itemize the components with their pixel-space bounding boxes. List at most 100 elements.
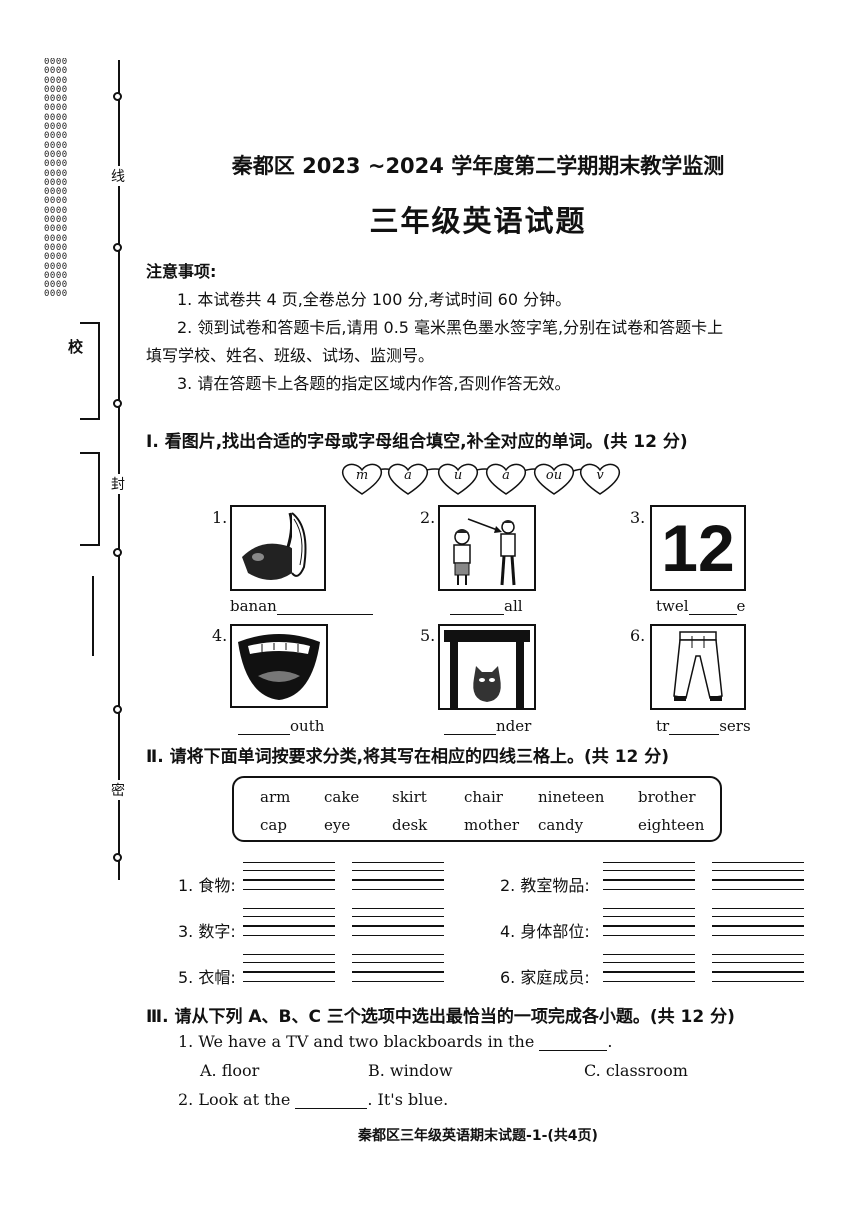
answer-blank[interactable] (669, 720, 720, 735)
section-2-heading: Ⅱ. 请将下面单词按要求分类,将其写在相应的四线三格上。(共 12 分) (146, 747, 670, 767)
school-field-bracket (80, 322, 100, 420)
notice-item-1: 1. 本试卷共 4 页,全卷总分 100 分,考试时间 60 分钟。 (177, 290, 572, 309)
letter-heart: v (578, 462, 622, 496)
answer-blank[interactable] (295, 1094, 368, 1109)
binding-char-line: 线 (111, 166, 125, 186)
binding-ring (113, 705, 122, 714)
item-number: 4. (212, 626, 228, 645)
writing-grid[interactable] (603, 954, 695, 984)
item-number: 3. (630, 508, 646, 527)
word-prefix: twel (656, 597, 689, 615)
name-field-bracket (80, 452, 100, 546)
category-clothes: 5. 衣帽: (178, 968, 236, 987)
under-picture (438, 624, 536, 710)
section-3-heading: Ⅲ. 请从下列 A、B、C 三个选项中选出最恰当的一项完成各小题。(共 12 分… (146, 1007, 735, 1027)
school-label: 校 (68, 338, 84, 356)
binding-line (118, 60, 120, 880)
category-body-parts: 4. 身体部位: (500, 922, 590, 941)
category-classroom: 2. 教室物品: (500, 876, 590, 895)
tall-picture (438, 505, 536, 591)
word-bank: arm cake skirt chair nineteen brother ca… (232, 776, 722, 842)
mouth-picture (230, 624, 328, 708)
word-bank-item: nineteen (538, 788, 605, 806)
heart-letter: v (596, 468, 604, 483)
word-bank-item: skirt (392, 788, 427, 806)
writing-grid[interactable] (712, 908, 804, 938)
category-food: 1. 食物: (178, 876, 236, 895)
heart-letter: a (404, 468, 412, 483)
writing-grid[interactable] (352, 908, 444, 938)
trousers-picture (650, 624, 746, 710)
word-bank-item: chair (464, 788, 503, 806)
question-2-end: . It's blue. (367, 1090, 449, 1109)
word-suffix: e (736, 597, 746, 615)
question-1-end: . (607, 1032, 613, 1051)
word-suffix: sers (719, 717, 751, 735)
word-twelve: twel e (656, 597, 745, 615)
category-numbers: 3. 数字: (178, 922, 236, 941)
word-banana: banan (230, 597, 373, 615)
binding-char-secret: 密 (111, 780, 125, 800)
answer-blank[interactable] (450, 600, 504, 615)
word-bank-item: cap (260, 816, 287, 834)
option-b[interactable]: B. window (368, 1061, 453, 1080)
notice-item-2: 2. 领到试卷和答题卡后,请用 0.5 毫米黑色墨水签字笔,分别在试卷和答题卡上 (177, 318, 724, 337)
exam-subtitle: 三年级英语试题 (369, 204, 587, 238)
writing-grid[interactable] (352, 954, 444, 984)
heart-letter: a (502, 468, 510, 483)
word-bank-item: desk (392, 816, 428, 834)
binding-ring (113, 92, 122, 101)
writing-grid[interactable] (352, 862, 444, 892)
notice-item-3: 3. 请在答题卡上各题的指定区域内作答,否则作答无效。 (177, 374, 571, 393)
word-prefix: banan (230, 597, 277, 615)
exam-title: 秦都区 2023 ~2024 学年度第二学期期末教学监测 (231, 154, 725, 178)
writing-grid[interactable] (603, 908, 695, 938)
question-2-text: 2. Look at the (178, 1090, 291, 1109)
item-number: 1. (212, 508, 228, 527)
answer-blank[interactable] (539, 1036, 608, 1051)
option-c[interactable]: C. classroom (584, 1061, 688, 1080)
mouth-icon (238, 634, 320, 700)
notice-heading: 注意事项: (146, 262, 217, 281)
writing-grid[interactable] (243, 954, 335, 984)
question-1-text: 1. We have a TV and two blackboards in t… (178, 1032, 535, 1051)
answer-blank[interactable] (688, 600, 737, 615)
letter-heart: a (386, 462, 430, 496)
word-bank-item: eye (324, 816, 351, 834)
writing-grid[interactable] (712, 862, 804, 892)
question-2: 2. Look at the . It's blue. (178, 1090, 448, 1109)
category-family: 6. 家庭成员: (500, 968, 590, 987)
binding-circle-pattern: 0000 0000 0000 0000 0000 0000 0000 0000 … (44, 58, 68, 300)
twelve-picture: 12 (650, 505, 746, 591)
word-bank-item: brother (638, 788, 696, 806)
letter-heart: u (436, 462, 480, 496)
word-under: nder (444, 717, 531, 735)
word-suffix: nder (496, 717, 532, 735)
option-a[interactable]: A. floor (200, 1061, 260, 1080)
letter-heart: ou (532, 462, 576, 496)
word-bank-item: arm (260, 788, 291, 806)
cat-under-table-icon (444, 630, 530, 708)
writing-grid[interactable] (603, 862, 695, 892)
binding-ring (113, 548, 122, 557)
question-1: 1. We have a TV and two blackboards in t… (178, 1032, 613, 1051)
item-number: 6. (630, 626, 646, 645)
word-bank-item: mother (464, 816, 519, 834)
writing-grid[interactable] (243, 908, 335, 938)
heart-letter: u (453, 468, 463, 483)
answer-blank[interactable] (444, 720, 496, 735)
word-mouth: outh (238, 717, 324, 735)
trousers-icon (673, 631, 723, 701)
item-number: 2. (420, 508, 436, 527)
answer-blank[interactable] (276, 600, 373, 615)
writing-grid[interactable] (243, 862, 335, 892)
section-1-heading: Ⅰ. 看图片,找出合适的字母或字母组合填空,补全对应的单词。(共 12 分) (146, 432, 688, 452)
writing-grid[interactable] (712, 954, 804, 984)
answer-blank[interactable] (238, 720, 290, 735)
binding-char-seal: 封 (111, 474, 125, 494)
class-field-bracket (92, 576, 104, 656)
word-bank-item: cake (324, 788, 360, 806)
letter-heart: m (340, 462, 384, 496)
item-number: 5. (420, 626, 436, 645)
